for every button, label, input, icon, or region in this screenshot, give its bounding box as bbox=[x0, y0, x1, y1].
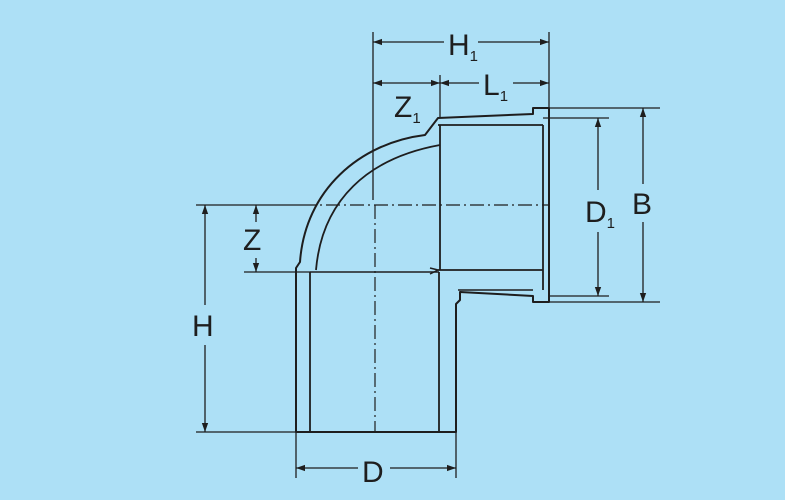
label-L1: L1 bbox=[483, 69, 508, 105]
fitting-outline bbox=[295, 107, 550, 433]
label-H: H bbox=[192, 310, 214, 343]
label-D: D bbox=[362, 456, 384, 489]
label-H1: H1 bbox=[448, 29, 478, 65]
label-B: B bbox=[632, 188, 652, 221]
label-Z1: Z1 bbox=[394, 91, 421, 127]
fitting-inner-bend bbox=[315, 144, 441, 271]
dimension-labels: H1 L1 Z1 D1 B Z H D bbox=[188, 28, 658, 490]
center-lines bbox=[302, 204, 549, 432]
fitting-outer-contour bbox=[295, 107, 550, 433]
label-D1: D1 bbox=[585, 196, 615, 232]
label-Z: Z bbox=[243, 224, 261, 257]
socket-step-notch bbox=[429, 267, 439, 275]
